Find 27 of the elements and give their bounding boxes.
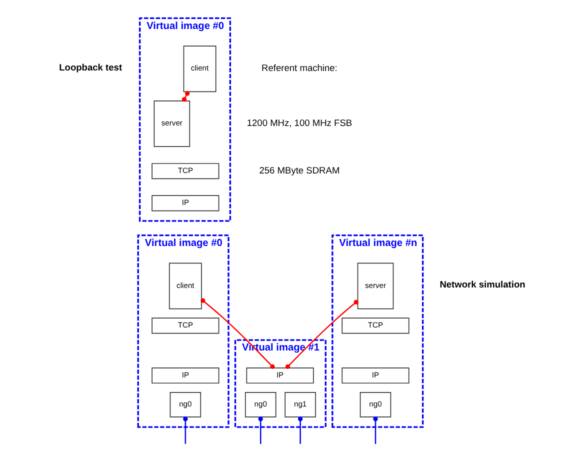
label: 1200 MHz, 100 MHz FSB [246,118,352,128]
node-box: ng0 [359,392,391,418]
connector [184,420,186,444]
label: Network simulation [439,280,525,290]
node-box: IP [341,368,409,384]
connector [299,420,300,444]
connector [181,91,190,102]
label: 256 MByte SDRAM [258,165,340,176]
node-box: server [356,262,394,310]
label: Referent machine: [261,63,337,74]
node-box: ng0 [244,392,276,418]
connector [284,300,358,369]
node-box: ng1 [284,392,316,418]
node-box: client [168,262,202,310]
connector [200,298,274,369]
node-box: IP [151,368,219,384]
node-box: TCP [151,318,219,334]
node-box: IP [246,368,314,384]
node-box: TCP [341,318,409,334]
connector [374,420,376,444]
node-box: TCP [151,163,219,180]
label: Loopback test [58,62,122,72]
connector [259,420,261,444]
node-box: ng0 [169,392,201,418]
node-box: server [153,100,190,148]
node-box: IP [151,195,219,212]
node-box: client [182,46,216,92]
